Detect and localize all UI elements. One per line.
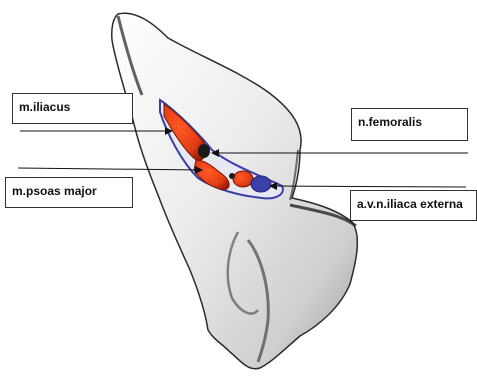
pointer-vessels (270, 186, 466, 187)
label-iliacus: m.iliacus (12, 93, 133, 124)
label-external-iliac-vessels: a.v.n.iliaca externa (350, 190, 477, 221)
label-psoas-major: m.psoas major (5, 177, 133, 208)
label-femoral-nerve: n.femoralis (351, 108, 468, 141)
iliac-lymph (229, 173, 235, 179)
femoral-nerve (198, 144, 210, 158)
iliac-artery (233, 171, 253, 187)
iliac-vein (251, 176, 271, 192)
